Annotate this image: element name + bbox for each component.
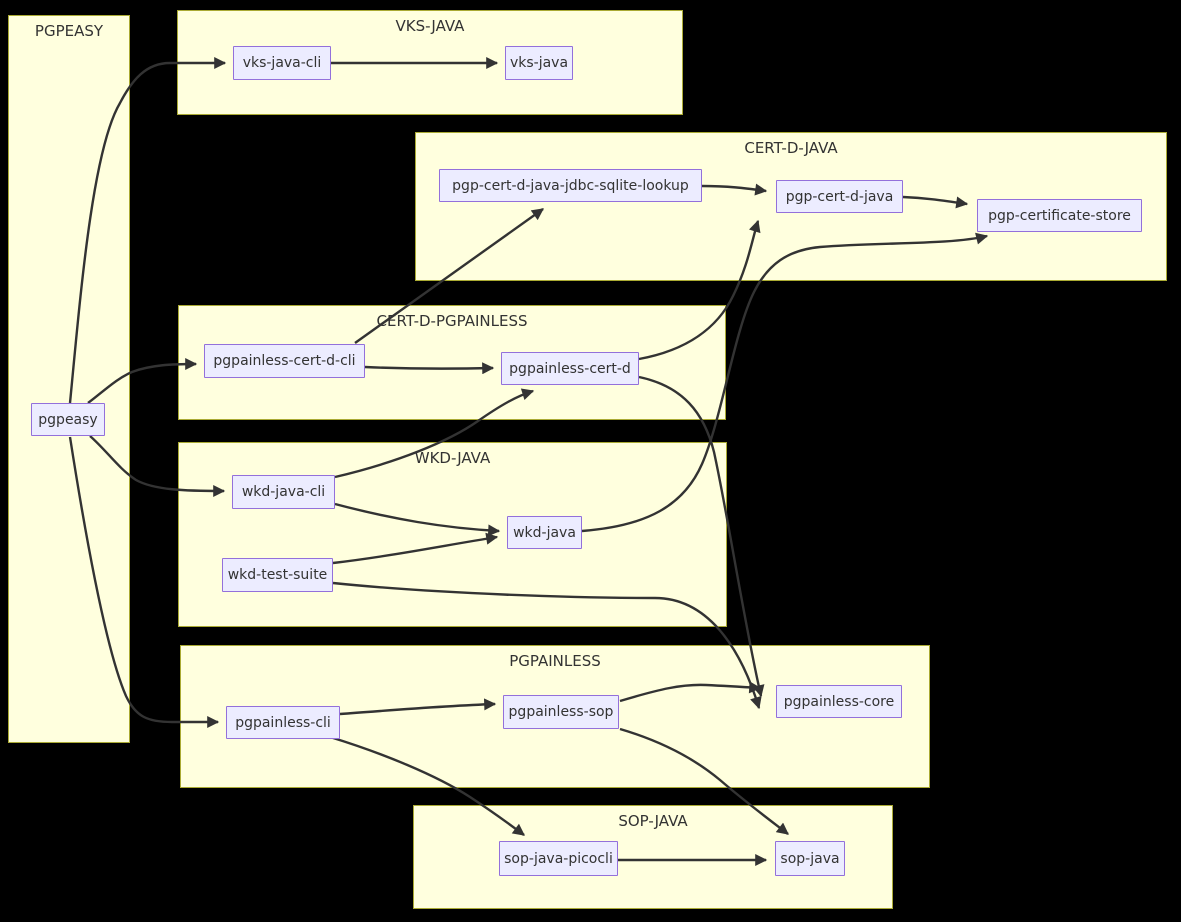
cluster-pgpeasy-group: PGPEASY: [8, 15, 130, 743]
cluster-label-wkd-java-group: WKD-JAVA: [414, 449, 491, 467]
edge-wkd-java--pgp-certificate-store: [581, 232, 989, 533]
node-pgpainless-cert-d-cli: pgpainless-cert-d-cli: [204, 344, 365, 378]
edge-pgpainless-cert-d-cli--pgp-cert-d-java-jdbc-sqlite-lookup: [354, 208, 544, 344]
cluster-label-cert-d-java-group: CERT-D-JAVA: [744, 139, 838, 157]
cluster-label-pgpainless-group: PGPAINLESS: [509, 652, 601, 670]
edge-pgpainless-cli--sop-java-picocli: [329, 735, 525, 836]
cluster-wkd-java-group: WKD-JAVA: [178, 442, 727, 627]
node-pgp-certificate-store: pgp-certificate-store: [977, 199, 1142, 232]
node-pgpainless-cli: pgpainless-cli: [226, 706, 340, 739]
edge-wkd-test-suite--pgpainless-core: [332, 581, 762, 710]
edge-pgp-cert-d-java--pgp-certificate-store: [902, 195, 969, 209]
edge-pgpainless-cert-d--pgp-cert-d-java: [638, 219, 761, 361]
edge-pgpainless-cli--pgpainless-sop: [339, 698, 497, 716]
node-pgpainless-core: pgpainless-core: [776, 685, 902, 718]
node-pgp-cert-d-java-jdbc-sqlite-lookup: pgp-cert-d-java-jdbc-sqlite-lookup: [439, 169, 702, 202]
edge-pgpeasy--wkd-java-cli: [89, 435, 226, 497]
edge-wkd-java-cli--wkd-java: [334, 502, 501, 537]
edge-pgpeasy--pgpainless-cert-d-cli: [87, 358, 198, 404]
edge-wkd-java-cli--pgpainless-cert-d: [334, 388, 535, 479]
edge-pgpainless-cert-d-cli--pgpainless-cert-d: [364, 362, 495, 375]
edge-pgpainless-cert-d--pgpainless-core: [638, 375, 765, 698]
edge-pgpeasy--vks-java-cli: [68, 57, 227, 404]
cluster-label-sop-java-group: SOP-JAVA: [618, 812, 688, 830]
node-sop-java: sop-java: [775, 841, 845, 876]
node-vks-java: vks-java: [505, 46, 573, 80]
edge-pgpainless-sop--pgpainless-core: [619, 681, 762, 703]
edge-pgp-cert-d-java-jdbc-sqlite-lookup--pgp-cert-d-java: [701, 183, 768, 196]
edge-wkd-test-suite--wkd-java: [332, 532, 499, 565]
cluster-label-pgpeasy-group: PGPEASY: [34, 22, 104, 40]
node-wkd-java: wkd-java: [507, 516, 582, 549]
cluster-label-cert-d-pgpainless-group: CERT-D-PGPAINLESS: [376, 312, 528, 330]
edge-pgpainless-sop--sop-java: [619, 727, 789, 835]
node-pgpainless-sop: pgpainless-sop: [503, 695, 619, 729]
node-vks-java-cli: vks-java-cli: [233, 46, 331, 80]
node-pgpainless-cert-d: pgpainless-cert-d: [501, 352, 639, 385]
node-pgpeasy: pgpeasy: [31, 403, 105, 436]
node-pgp-cert-d-java: pgp-cert-d-java: [776, 180, 903, 213]
edge-pgpeasy--pgpainless-cli: [68, 436, 220, 728]
node-sop-java-picocli: sop-java-picocli: [499, 841, 618, 876]
node-wkd-test-suite: wkd-test-suite: [222, 558, 333, 592]
node-wkd-java-cli: wkd-java-cli: [232, 475, 335, 509]
cluster-label-vks-java-group: VKS-JAVA: [395, 17, 465, 35]
